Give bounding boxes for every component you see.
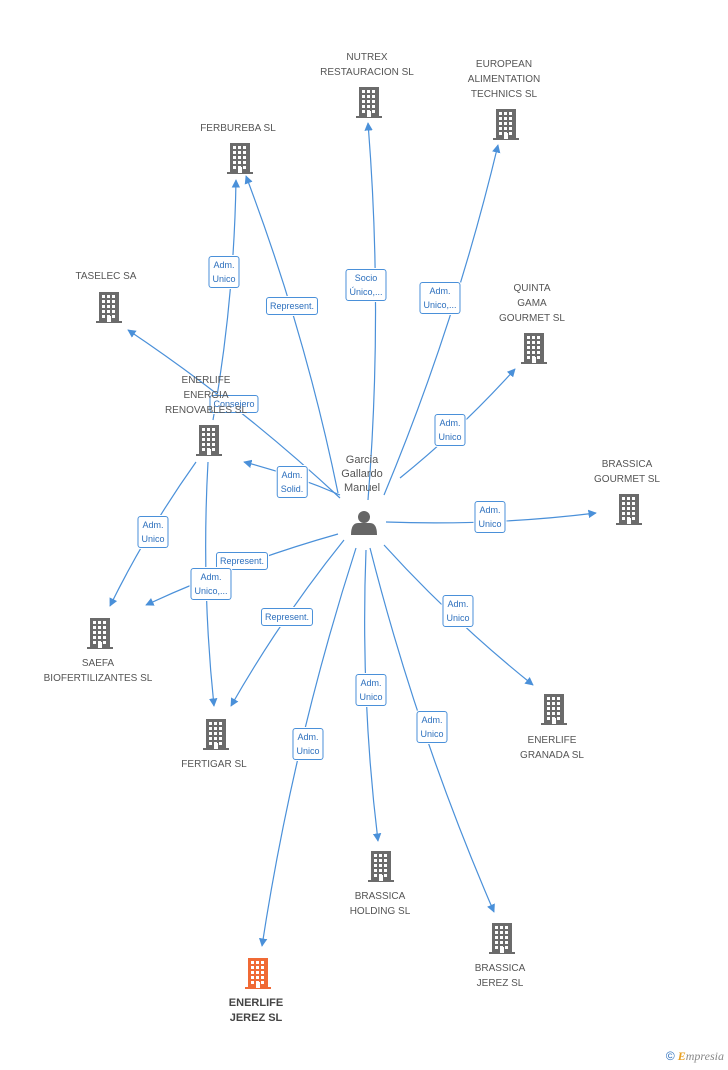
company-label-saefa[interactable]: SAEFA BIOFERTILIZANTES SL xyxy=(43,658,153,684)
building-icon-fertigar[interactable] xyxy=(203,719,229,750)
company-label-enerlife_granada[interactable]: ENERLIFE GRANADA SL xyxy=(520,735,584,761)
building-icon-brassica_gourmet[interactable] xyxy=(616,494,642,525)
building-icon-quinta[interactable] xyxy=(521,333,547,364)
building-icon-nutrex[interactable] xyxy=(356,87,382,118)
company-label-ferbureba[interactable]: FERBUREBA SL xyxy=(200,123,276,134)
edge-label-person-to-enerlife_granada[interactable]: Adm. Unico xyxy=(442,595,474,627)
edge-label-person-to-enerlife_jerez[interactable]: Adm. Unico xyxy=(292,728,324,760)
copyright-symbol: © xyxy=(665,1049,675,1063)
edge-label-person-to-brassica_holding[interactable]: Adm. Unico xyxy=(355,674,387,706)
company-label-european[interactable]: EUROPEAN ALIMENTATION TECHNICS SL xyxy=(467,59,541,100)
edge-person-to-ferbureba xyxy=(244,175,339,494)
edge-label-person-to-saefa[interactable]: Represent. xyxy=(215,552,269,570)
company-label-brassica_jerez[interactable]: BRASSICA JEREZ SL xyxy=(474,963,526,989)
company-label-brassica_holding[interactable]: BRASSICA HOLDING SL xyxy=(349,891,411,917)
edge-enerlife_renov-to-ferbureba xyxy=(212,179,241,421)
person-name: Garcia Gallardo Manuel xyxy=(341,454,383,494)
empresia-watermark: ©Empresia xyxy=(666,1049,724,1064)
company-label-enerlife_jerez[interactable]: ENERLIFE JEREZ SL xyxy=(228,997,284,1024)
edge-label-enerlife_renov-to-ferbureba[interactable]: Adm. Unico xyxy=(208,256,240,288)
edge-person-to-european xyxy=(383,144,501,496)
edge-person-to-nutrex xyxy=(364,122,377,501)
building-icon-enerlife_renov[interactable] xyxy=(196,425,222,456)
edge-label-person-to-european[interactable]: Adm. Unico,... xyxy=(419,282,461,314)
edge-label-enerlife_renov-to-saefa[interactable]: Adm. Unico xyxy=(137,516,169,548)
building-icon-saefa[interactable] xyxy=(87,618,113,649)
company-label-quinta[interactable]: QUINTA GAMA GOURMET SL xyxy=(499,283,565,324)
company-label-taselec[interactable]: TASELEC SA xyxy=(75,271,137,282)
company-label-enerlife_renov[interactable]: ENERLIFE ENERGIA RENOVABLES SL xyxy=(164,375,248,416)
edge-label-enerlife_renov-to-fertigar[interactable]: Adm. Unico,... xyxy=(190,568,232,600)
building-icon-brassica_holding[interactable] xyxy=(368,851,394,882)
building-icon-taselec[interactable] xyxy=(96,292,122,323)
brand-initial: E xyxy=(677,1049,686,1063)
company-label-nutrex[interactable]: NUTREX RESTAURACION SL xyxy=(320,52,414,78)
edge-label-person-to-quinta[interactable]: Adm. Unico xyxy=(434,414,466,446)
edge-label-person-to-brassica_jerez[interactable]: Adm. Unico xyxy=(416,711,448,743)
building-icon-ferbureba[interactable] xyxy=(227,143,253,174)
edge-label-person-to-brassica_gourmet[interactable]: Adm. Unico xyxy=(474,501,506,533)
building-icon-european[interactable] xyxy=(493,109,519,140)
building-icon-enerlife_granada[interactable] xyxy=(541,694,567,725)
person-icon[interactable] xyxy=(351,511,377,535)
company-label-fertigar[interactable]: FERTIGAR SL xyxy=(181,759,247,770)
edge-label-person-to-ferbureba[interactable]: Represent. xyxy=(265,297,319,315)
building-icon-enerlife_jerez[interactable] xyxy=(245,958,271,989)
company-label-brassica_gourmet[interactable]: BRASSICA GOURMET SL xyxy=(594,459,660,485)
edge-label-person-to-taselec[interactable]: Consejero xyxy=(209,395,259,413)
building-icon-brassica_jerez[interactable] xyxy=(489,923,515,954)
edge-label-person-to-fertigar[interactable]: Represent. xyxy=(260,608,314,626)
brand-name: mpresia xyxy=(685,1049,724,1063)
edge-label-person-to-nutrex[interactable]: Socio Único,... xyxy=(345,269,387,301)
edge-label-person-to-enerlife_renov[interactable]: Adm. Solid. xyxy=(276,466,308,498)
